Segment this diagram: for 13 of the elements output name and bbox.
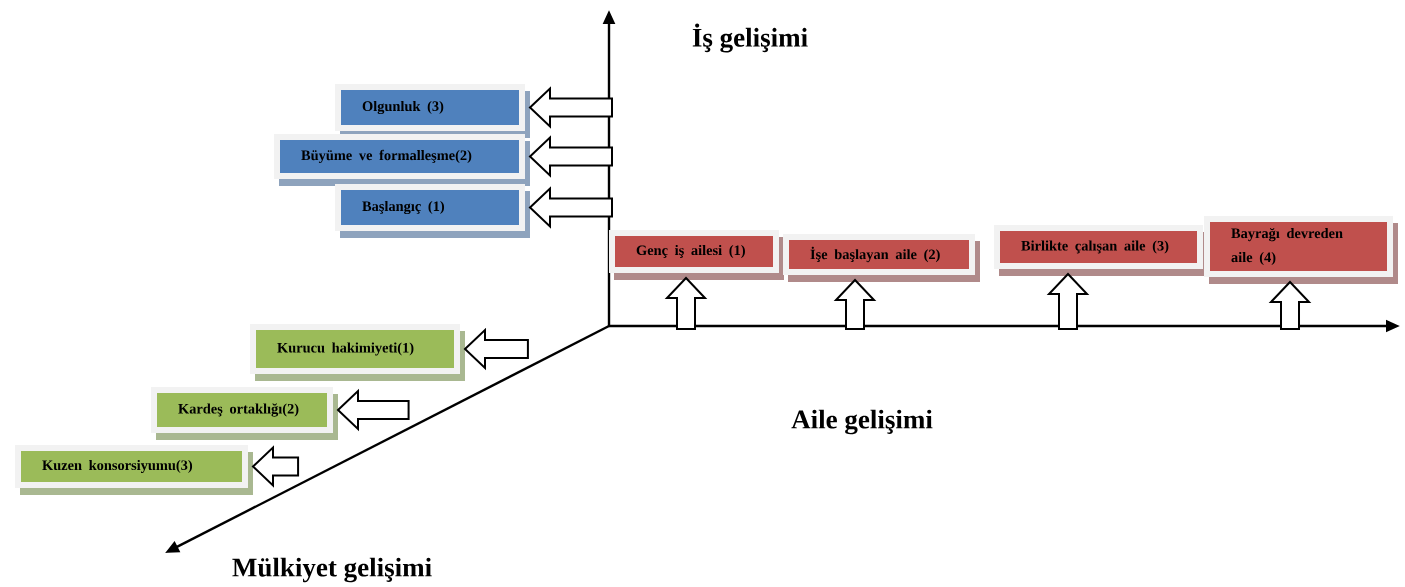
stage-box: Olgunluk (3) — [335, 84, 530, 138]
stage-box: Bayrağı devreden aile (4) — [1204, 216, 1398, 284]
stage-box: Başlangıç (1) — [335, 184, 530, 238]
axis-title: İş gelişimi — [692, 23, 808, 53]
stage-box: İşe başlayan aile (2) — [783, 234, 980, 282]
stage-box: Büyüme ve formalleşme(2) — [274, 134, 530, 186]
axis-title: Aile gelişimi — [791, 409, 933, 435]
stage-box: Kuzen konsorsiyumu(3) — [15, 445, 253, 495]
stage-box: Kardeş ortaklığı(2) — [151, 387, 338, 440]
stage-box: Genç iş ailesi (1) — [609, 230, 784, 280]
axis-title: Mülkiyet gelişimi — [232, 557, 432, 583]
stage-box: Birlikte çalışan aile (3) — [994, 225, 1208, 276]
stage-box: Kurucu hakimiyeti(1) — [250, 324, 465, 381]
